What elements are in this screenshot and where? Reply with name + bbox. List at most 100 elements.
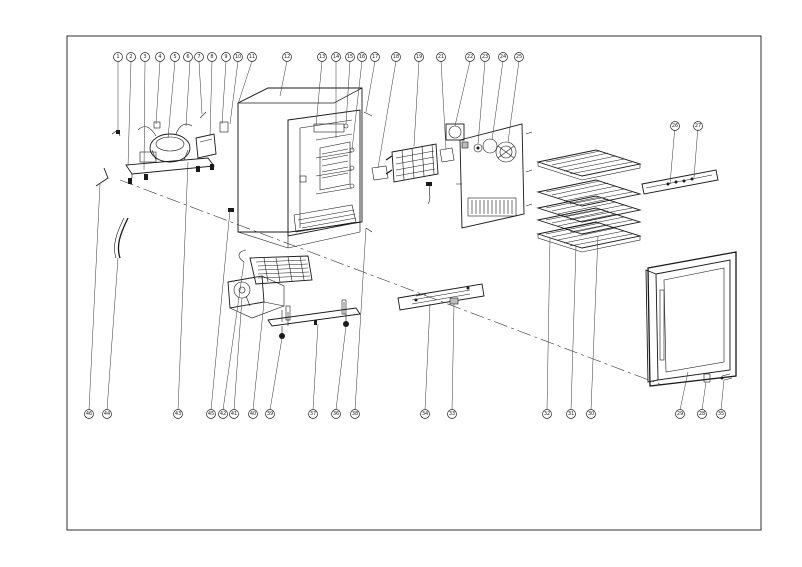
callout-29: 29 [675,409,685,419]
svg-text:3: 3 [143,54,146,60]
callout-19: 19 [414,52,424,62]
svg-text:8: 8 [210,54,213,60]
callout-43: 43 [173,409,183,419]
svg-text:5: 5 [173,54,176,60]
rear-fan-panel [445,123,533,229]
svg-text:31: 31 [568,411,574,417]
svg-text:37: 37 [310,411,316,417]
svg-text:44: 44 [104,411,110,417]
svg-text:28: 28 [699,411,705,417]
svg-text:10: 10 [235,54,241,60]
callout-14: 14 [331,52,341,62]
evaporator-assembly [371,143,455,205]
compressor-assembly [95,111,229,259]
svg-text:42: 42 [220,411,226,417]
callout-12: 12 [282,52,292,62]
callout-5: 5 [170,52,180,62]
callout-3: 3 [140,52,150,62]
callout-44: 44 [102,409,112,419]
callout-24: 24 [498,52,508,62]
svg-text:45: 45 [208,411,214,417]
callout-36: 36 [331,409,341,419]
callout-6: 6 [183,52,193,62]
svg-text:38: 38 [352,411,358,417]
svg-text:21: 21 [438,54,444,60]
svg-text:25: 25 [516,54,522,60]
svg-text:16: 16 [359,54,365,60]
svg-text:29: 29 [677,411,683,417]
callout-25: 25 [514,52,524,62]
callout-45: 45 [206,409,216,419]
svg-text:17: 17 [372,54,378,60]
callouts: 1 2 3 4 5 6 7 8 9 10 11 12 13 14 15 16 1… [84,52,726,419]
svg-text:27: 27 [695,123,701,129]
svg-text:6: 6 [186,54,189,60]
control-panel [641,169,719,195]
callout-35: 35 [716,409,726,419]
svg-text:33: 33 [449,411,455,417]
cabinet [228,87,373,249]
callout-30: 30 [586,409,596,419]
svg-text:32: 32 [544,411,550,417]
svg-text:7: 7 [197,54,200,60]
callout-28: 28 [697,409,707,419]
callout-8: 8 [207,52,217,62]
callout-26: 26 [670,121,680,131]
callout-34: 34 [420,409,430,419]
leader-lines [88,60,725,411]
svg-text:34: 34 [422,411,428,417]
callout-41: 41 [229,409,239,419]
callout-46: 46 [84,409,94,419]
callout-4: 4 [155,52,165,62]
svg-text:46: 46 [86,411,92,417]
glass-door [645,251,737,387]
svg-text:35: 35 [718,411,724,417]
base-frame [267,299,361,339]
svg-text:23: 23 [482,54,488,60]
svg-text:2: 2 [129,54,132,60]
svg-text:39: 39 [267,411,273,417]
svg-text:26: 26 [672,123,678,129]
svg-text:30: 30 [588,411,594,417]
svg-text:43: 43 [175,411,181,417]
callout-11: 11 [247,52,257,62]
callout-10: 10 [233,52,243,62]
callout-42: 42 [218,409,228,419]
svg-text:18: 18 [393,54,399,60]
svg-text:1: 1 [116,54,119,60]
callout-17: 17 [370,52,380,62]
wire-shelves [536,149,642,253]
svg-text:24: 24 [500,54,506,60]
callout-32: 32 [542,409,552,419]
callout-13: 13 [317,52,327,62]
callout-16: 16 [357,52,367,62]
condenser-fan-assembly [227,249,313,319]
callout-37: 37 [308,409,318,419]
callout-39: 39 [265,409,275,419]
callout-18: 18 [391,52,401,62]
callout-22: 22 [465,52,475,62]
callout-40: 40 [248,409,258,419]
svg-text:11: 11 [249,54,255,60]
svg-text:41: 41 [231,411,237,417]
callout-15: 15 [345,52,355,62]
svg-text:4: 4 [158,54,161,60]
svg-text:15: 15 [347,54,353,60]
svg-text:9: 9 [224,54,227,60]
svg-text:14: 14 [333,54,339,60]
callout-9: 9 [221,52,231,62]
callout-21: 21 [436,52,446,62]
callout-7: 7 [194,52,204,62]
callout-38: 38 [350,409,360,419]
svg-text:13: 13 [319,54,325,60]
callout-2: 2 [126,52,136,62]
svg-text:12: 12 [284,54,290,60]
callout-1: 1 [113,52,123,62]
drawing-frame [66,35,762,531]
svg-text:36: 36 [333,411,339,417]
callout-33: 33 [447,409,457,419]
svg-text:22: 22 [467,54,473,60]
svg-text:40: 40 [250,411,256,417]
callout-27: 27 [693,121,703,131]
